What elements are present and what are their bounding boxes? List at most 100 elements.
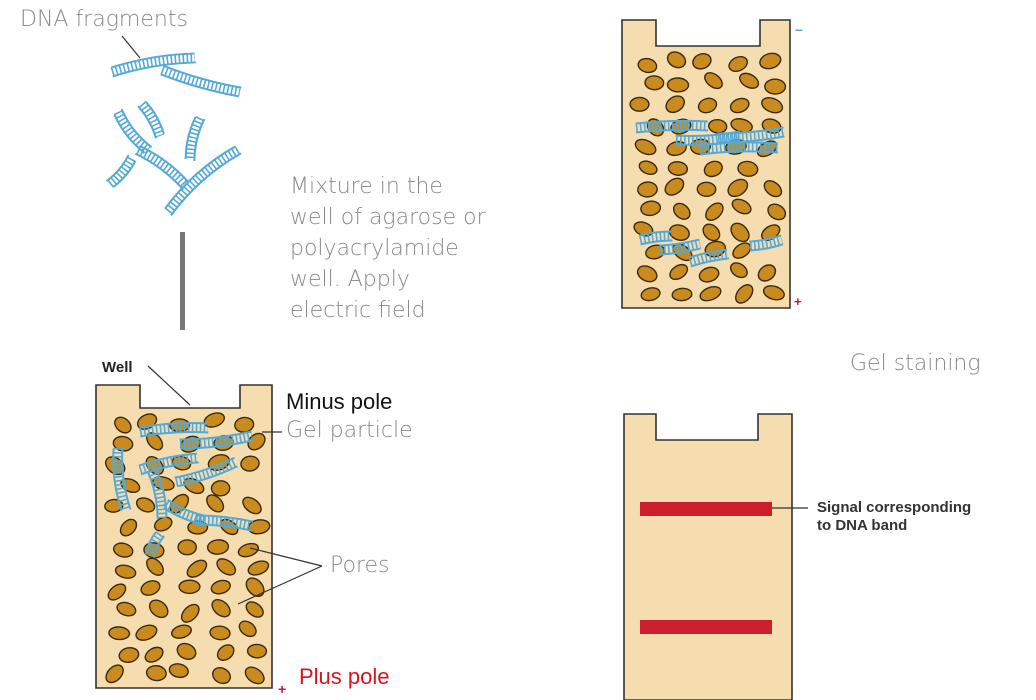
gel-particle xyxy=(216,558,237,576)
gel-particle xyxy=(244,666,265,685)
gel-particle xyxy=(240,455,260,472)
gel-particle xyxy=(171,624,192,639)
gel-particle xyxy=(640,287,661,302)
gel-particle xyxy=(245,577,265,598)
dna-fragment xyxy=(749,234,784,252)
dna-band xyxy=(640,620,772,634)
gel-particle xyxy=(665,95,685,114)
gel-particle xyxy=(704,72,723,90)
gel-particle xyxy=(245,601,264,618)
dna-fragment xyxy=(635,119,709,134)
dna-band xyxy=(640,502,772,516)
dna-fragments-label: DNA fragments xyxy=(20,7,188,32)
dna-fragment xyxy=(688,248,730,268)
dna-fragment xyxy=(717,126,785,144)
dna-fragment xyxy=(139,422,209,438)
gel-particle xyxy=(767,203,787,221)
gel-particle xyxy=(247,560,270,576)
gel-particle xyxy=(757,264,777,282)
dna-fragment xyxy=(659,238,702,256)
gel-particle xyxy=(177,539,197,556)
gel-particles xyxy=(104,412,271,685)
gel-particle xyxy=(237,542,260,558)
gel-particle xyxy=(180,603,200,623)
gel-particle xyxy=(692,53,712,70)
gel-particle xyxy=(114,416,132,434)
gel-particle xyxy=(246,643,268,659)
gel-particle xyxy=(729,97,750,114)
mixture-line: polyacrylamide xyxy=(290,236,459,261)
mixture-line: electric field xyxy=(290,298,426,323)
gel-particle xyxy=(140,580,161,596)
gel-particle xyxy=(144,646,164,663)
gel-particle xyxy=(739,72,760,89)
signal-label-line: to DNA band xyxy=(817,517,907,534)
gel-particle xyxy=(146,557,164,576)
plus-sign: + xyxy=(278,681,286,697)
mixture-description: Mixture in the well of agarose or polyac… xyxy=(290,174,487,323)
flow-connector xyxy=(180,232,185,330)
gel-particle xyxy=(206,539,230,555)
gel-dna-fragments xyxy=(112,422,253,559)
dna-fragment xyxy=(105,154,137,188)
dna-fragment xyxy=(160,64,242,98)
gel-particle xyxy=(634,138,657,156)
gel-particle xyxy=(637,57,658,74)
mixture-line: well. Apply xyxy=(290,267,410,292)
gel-particle xyxy=(703,160,723,178)
dna-fragment xyxy=(112,447,132,512)
gel-particle xyxy=(238,620,257,638)
gel-particle xyxy=(145,664,167,682)
gel-particle xyxy=(708,118,728,134)
gel-particle xyxy=(762,285,785,301)
dna-fragment xyxy=(137,101,165,139)
gel-particle xyxy=(637,181,658,198)
gel-particle xyxy=(761,97,784,114)
gel-particle xyxy=(118,646,140,664)
gel-particle xyxy=(148,599,169,619)
gel-particle xyxy=(135,497,156,513)
gel-particle xyxy=(705,202,724,221)
minus-pole-label: Minus pole xyxy=(286,389,392,414)
gel-particle xyxy=(211,667,232,685)
gel-particle xyxy=(107,583,127,601)
gel-particle xyxy=(210,480,231,497)
dna-fragment xyxy=(134,145,190,191)
dna-fragment xyxy=(184,115,206,162)
gel-particle xyxy=(729,262,748,279)
dna-fragment xyxy=(146,468,168,519)
dna-fragment xyxy=(638,230,673,246)
gel-particle xyxy=(732,242,752,259)
gel-particle xyxy=(730,118,753,133)
gel-separation xyxy=(621,19,791,309)
gel-particle xyxy=(638,160,658,175)
gel-particle xyxy=(186,559,208,578)
gel-particle xyxy=(176,642,197,660)
gel-particle xyxy=(135,624,158,641)
well-label: Well xyxy=(102,359,133,376)
gel-particle xyxy=(764,78,787,95)
gel-particle xyxy=(105,664,124,684)
gel-particle xyxy=(666,51,687,69)
gel-particle xyxy=(664,177,685,196)
gel-particle xyxy=(699,286,722,302)
well-pointer xyxy=(147,365,191,406)
gel-particle xyxy=(763,180,783,198)
gel-particle xyxy=(209,625,231,641)
gel-particle xyxy=(114,564,137,579)
dna-fragment xyxy=(179,430,253,450)
dna-fragment xyxy=(110,52,196,78)
gel-particle xyxy=(727,178,749,198)
dna-fragments-group xyxy=(105,52,242,216)
signal-label-line: Signal corresponding xyxy=(817,499,971,516)
pores-label: Pores xyxy=(330,553,390,578)
gel-particle xyxy=(667,161,689,176)
mixture-line: Mixture in the xyxy=(290,174,443,199)
gel-particle xyxy=(242,496,262,515)
gel-particle xyxy=(210,579,231,595)
gel-particle xyxy=(737,160,759,177)
gel-particle xyxy=(696,181,717,198)
gel-particle xyxy=(153,516,173,532)
gel-particle xyxy=(671,287,693,302)
gel-loading xyxy=(95,384,273,689)
